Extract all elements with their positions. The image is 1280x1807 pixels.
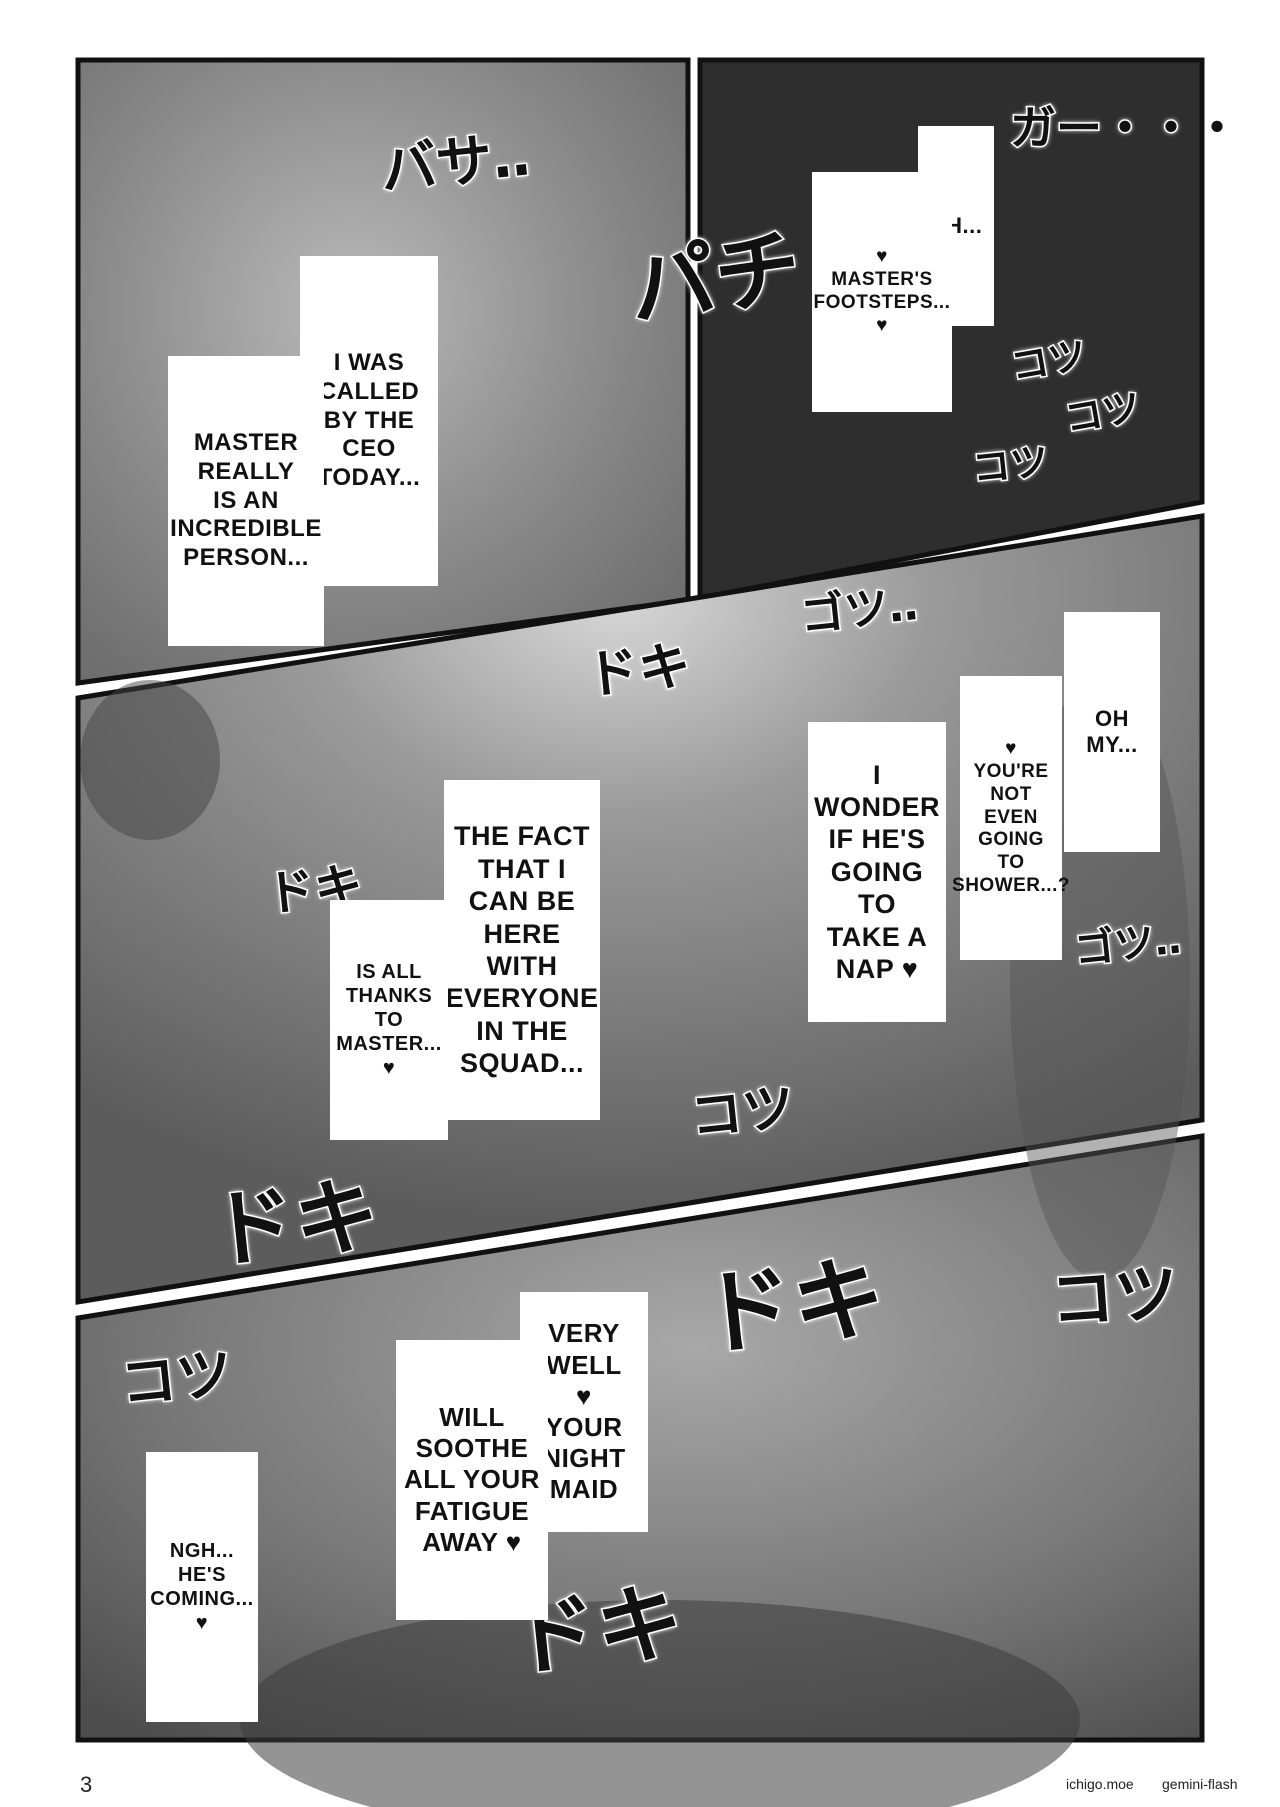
shadow-shape xyxy=(240,1600,1080,1807)
speech-bubble: OH MY... xyxy=(1064,612,1160,852)
speech-bubble: ♥ MASTER'S FOOTSTEPS... ♥ xyxy=(812,172,952,412)
sfx-heartbeat: ドキ xyxy=(582,634,695,708)
sfx-footstep: コツ xyxy=(686,1076,799,1150)
credits-model: gemini-flash xyxy=(1162,1776,1238,1792)
speech-bubble: MASTER REALLY IS AN INCREDIBLE PERSON... xyxy=(168,356,324,646)
speech-bubble: IS ALL THANKS TO MASTER... ♥ xyxy=(330,900,448,1140)
sfx-footstep: コツ xyxy=(116,1340,237,1419)
credits-site: ichigo.moe xyxy=(1066,1776,1134,1792)
sfx-footstep: ゴツ‥ xyxy=(1071,915,1185,975)
sfx-footstep: コツ xyxy=(969,438,1052,493)
sfx-blink: パチ xyxy=(622,216,809,342)
sfx-heartbeat: ドキ xyxy=(205,1164,385,1282)
speech-bubble: NGH... HE'S COMING... ♥ xyxy=(146,1452,258,1722)
sfx-heartbeat: ドキ xyxy=(694,1242,891,1371)
speech-bubble: I WONDER IF HE'S GOING TO TAKE A NAP ♥ xyxy=(808,722,946,1022)
shadow-shape xyxy=(80,680,220,840)
sfx-rustle: バサ‥ xyxy=(376,122,534,205)
speech-bubble: WILL SOOTHE ALL YOUR FATIGUE AWAY ♥ xyxy=(396,1340,548,1620)
speech-bubble: THE FACT THAT I CAN BE HERE WITH EVERYON… xyxy=(444,780,600,1120)
sfx-footstep: ゴツ‥ xyxy=(797,577,922,643)
sfx-footstep: コツ xyxy=(1046,1255,1182,1341)
sfx-door: ガー・・・ xyxy=(1009,100,1242,157)
speech-bubble: ♥ YOU'RE NOT EVEN GOING TO SHOWER...? xyxy=(952,676,1069,960)
page-number: 3 xyxy=(80,1772,93,1797)
speech-bubble: VERY WELL ♥ YOUR NIGHT MAID xyxy=(520,1292,648,1532)
